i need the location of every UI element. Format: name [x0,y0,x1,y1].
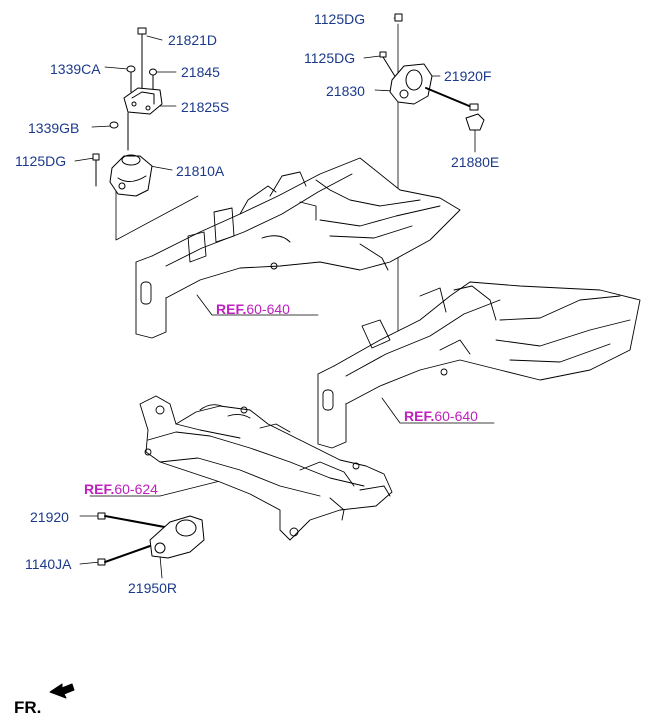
front-arrow-icon [49,683,75,699]
bolt-1140JA-icon [97,545,151,566]
ref-prefix: REF. [404,408,435,424]
part-label-1140JA[interactable]: 1140JA [25,556,72,572]
part-label-1125DG-left[interactable]: 1125DG [15,153,67,169]
ref-code: 60-624 [114,481,158,497]
nut-1339CA-icon [126,65,136,93]
part-label-1339CA[interactable]: 1339CA [50,61,101,77]
sub-frame-icon [139,395,393,541]
ref-prefix: REF. [216,301,247,317]
part-label-1125DG-top[interactable]: 1125DG [314,11,366,27]
ref-label-right[interactable]: REF.60-640 [404,408,478,424]
front-side-member-lower-icon [317,281,641,449]
part-label-21920[interactable]: 21920 [30,509,69,525]
mount-21950R-icon [149,515,205,559]
ref-code: 60-640 [434,408,478,424]
part-label-21825S[interactable]: 21825S [181,99,230,115]
bolt-21920F-icon [425,87,479,111]
bolt-21920-icon [97,512,171,529]
part-label-1125DG-mid[interactable]: 1125DG [304,50,356,66]
bolt-1125DG-mid-icon [379,51,397,79]
part-label-21845[interactable]: 21845 [181,64,220,80]
part-label-1339GB[interactable]: 1339GB [28,120,80,136]
front-direction-label: FR. [14,698,42,717]
bracket-21880E-icon [465,113,485,131]
bolt-1125DG-top-icon [394,13,403,22]
ref-label-left[interactable]: REF.60-640 [216,301,290,317]
mount-21810A-icon [109,154,153,197]
part-label-21880E[interactable]: 21880E [451,154,500,170]
mount-21830-icon [389,63,433,105]
bracket-21825S-icon [123,87,163,115]
nut-1339GB-icon [109,121,119,129]
front-side-member-upper-icon [135,157,461,339]
part-label-21950R[interactable]: 21950R [128,580,178,596]
part-label-21830[interactable]: 21830 [326,83,365,99]
ref-prefix: REF. [84,481,115,497]
ref-code: 60-640 [246,301,290,317]
part-label-21920F[interactable]: 21920F [444,68,492,84]
ref-label-subframe[interactable]: REF.60-624 [84,481,158,497]
bolt-1125DG-left-icon [92,153,100,187]
bolt-21821D-icon [137,27,147,93]
part-label-21821D[interactable]: 21821D [168,32,218,48]
nut-21845-icon [149,68,157,93]
part-label-21810A[interactable]: 21810A [176,163,225,179]
